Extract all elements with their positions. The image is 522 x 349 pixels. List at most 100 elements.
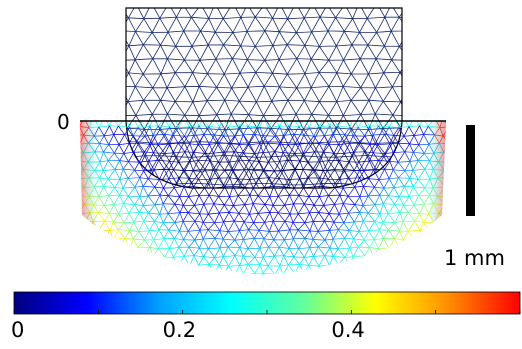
mesh-edges [152,264,159,275]
mesh-edges [389,248,429,275]
mesh-edges [113,264,120,275]
mesh-edges [454,221,459,231]
mesh-edges [178,282,185,291]
lower-body [65,121,479,292]
mesh-edges [474,162,479,170]
mesh-edges [158,273,166,275]
mesh-edges [99,265,120,275]
mesh-edges [123,264,130,274]
mesh-edges [450,178,453,187]
mesh-edges [393,265,399,274]
mesh-edges [154,290,165,291]
mesh-edges [98,239,106,248]
mesh-edges [84,238,94,240]
mesh-edges [449,221,454,232]
mesh-edges [109,247,154,275]
mesh-edges [373,283,378,290]
mesh-edges [398,256,405,266]
mesh-edges [439,230,444,240]
mesh-edges [409,231,446,267]
mesh-edges [70,204,73,214]
mesh-edges [108,264,119,266]
colorbar [13,291,521,315]
mesh-edges [133,265,139,274]
mesh-edges [408,246,420,249]
mesh-edges [88,247,95,257]
mesh-edges [113,256,119,265]
mesh-edges [439,221,445,231]
mesh-edges [422,238,429,249]
mesh-edges [118,264,130,266]
mesh-edges [339,283,344,292]
mesh-edges [364,255,371,266]
mesh-edges [334,265,366,275]
mesh-edges [104,255,110,266]
mesh-edges [138,265,145,275]
mesh-edges [65,214,70,221]
mesh-edges [112,239,119,249]
mesh-edges [444,161,446,171]
mesh-edges [414,255,424,258]
mesh-edges [378,248,420,275]
mesh-edges [65,187,70,195]
mesh-edges [419,263,429,266]
mesh-edges [454,213,459,221]
mesh-edges [454,221,465,222]
mesh-edges [113,248,150,275]
mesh-edges [84,238,90,248]
mesh-edges [169,272,174,275]
mesh-edges [158,283,364,292]
mesh-edges [434,238,441,248]
mesh-edges [172,272,179,275]
mesh-edges [364,265,371,275]
mesh-edges [423,256,429,265]
scale-bar-label: 1 mm [444,246,505,270]
mesh-edges [108,265,115,275]
zero-marker-label: 0 [57,110,70,134]
mesh-edges [132,246,139,258]
mesh-edges [450,178,459,179]
mesh-edges [455,231,460,241]
scale-bar [466,125,475,216]
mesh-edges [124,283,129,292]
mesh-edges [173,282,358,292]
mesh-edges [378,283,385,292]
mesh-edges [74,188,79,195]
mesh-edges [173,282,178,292]
mesh-edges [428,247,440,250]
mesh-edges [148,273,385,275]
mesh-edges [129,247,134,258]
mesh-edges [444,177,446,187]
mesh-edges [98,246,105,256]
mesh-edges [443,220,446,223]
mesh-edges [108,256,114,266]
mesh-edges [124,272,145,275]
mesh-edges [465,222,474,223]
mesh-edges [404,273,411,275]
mesh-edges [134,282,139,292]
mesh-edges [434,230,440,239]
colorbar-tick-label: 0.2 [162,318,197,342]
mesh-edges [369,257,399,275]
mesh-edges [427,239,444,258]
mesh-edges [418,264,425,275]
mesh-edges [434,247,441,258]
mesh-edges [418,256,424,266]
mesh-edges [408,265,415,275]
mesh-edges [169,273,365,275]
mesh-edges [69,169,74,179]
mesh-edges [392,272,399,275]
mesh-edges [364,282,369,291]
mesh-edges [369,256,385,275]
mesh-edges [398,265,405,275]
mesh-edges [444,170,446,179]
mesh-edges [403,255,415,257]
mesh-edges [65,195,70,205]
mesh-edges [392,273,414,275]
mesh-edges [144,274,150,275]
mesh-edges [353,273,359,275]
colorbar-tick-label: 0 [11,318,25,342]
mesh-edges [69,180,74,189]
mesh-edges [118,264,125,274]
